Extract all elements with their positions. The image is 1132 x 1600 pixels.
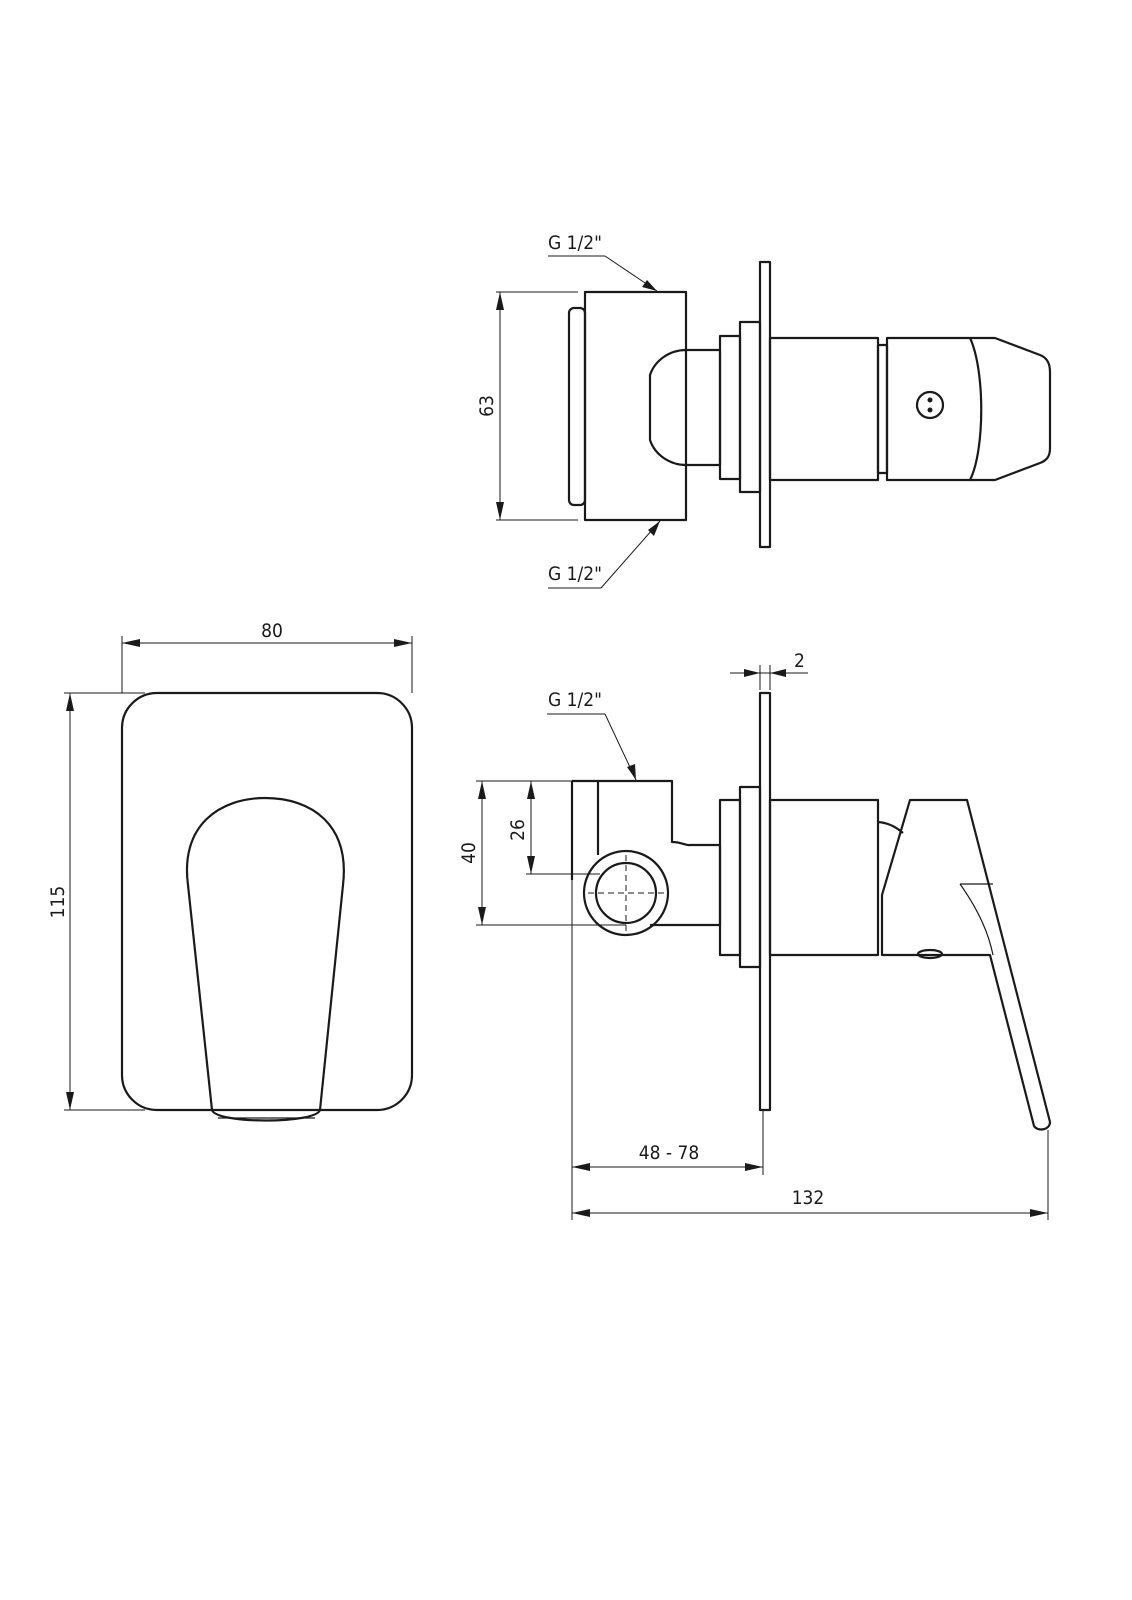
dim-26: 26: [507, 819, 529, 841]
dim-48-78: 48 - 78: [639, 1142, 700, 1164]
inlet-ring-inner: [594, 861, 658, 925]
dim-40: 40: [458, 842, 480, 864]
dim-80: 80: [261, 620, 283, 642]
dim-2: 2: [794, 650, 805, 672]
dim-132: 132: [792, 1187, 825, 1209]
cover-plate-front: [120, 691, 414, 1112]
side-view: 2 G 1/2" 40 26 48 - 78 132: [458, 650, 1052, 1220]
dim-115: 115: [47, 886, 69, 919]
inlet-lip: [567, 306, 587, 507]
cover-plate-side: [758, 691, 772, 1112]
thread-label-bottom: G 1/2": [548, 563, 602, 585]
nut-ring-2: [738, 320, 762, 494]
inlet-ring-outer: [582, 849, 670, 937]
thread-label-top: G 1/2": [548, 232, 602, 254]
cover-plate-top: [758, 260, 772, 549]
nut-ring: [718, 334, 742, 481]
nut-ring-side: [718, 798, 742, 957]
handle-cap: [885, 336, 983, 482]
top-view: 63 G 1/2" G 1/2": [476, 232, 1052, 589]
handle-lever-top: [970, 336, 1052, 482]
connector-block: [570, 779, 722, 927]
screw-hole-icon: [915, 390, 945, 420]
dim-63: 63: [476, 395, 498, 417]
cartridge-body: [768, 336, 880, 482]
cartridge-body-side: [768, 798, 880, 957]
neck: [648, 348, 722, 467]
nut-ring-side-2: [738, 785, 762, 969]
gap-ring: [876, 343, 889, 475]
lever-handle-side: [880, 798, 1052, 1131]
lever-handle-front: [185, 796, 345, 1122]
valve-body-block: [583, 290, 688, 522]
front-view: 80 115: [47, 620, 414, 1122]
thread-label-side: G 1/2": [548, 689, 602, 711]
set-screw-icon: [916, 948, 944, 960]
